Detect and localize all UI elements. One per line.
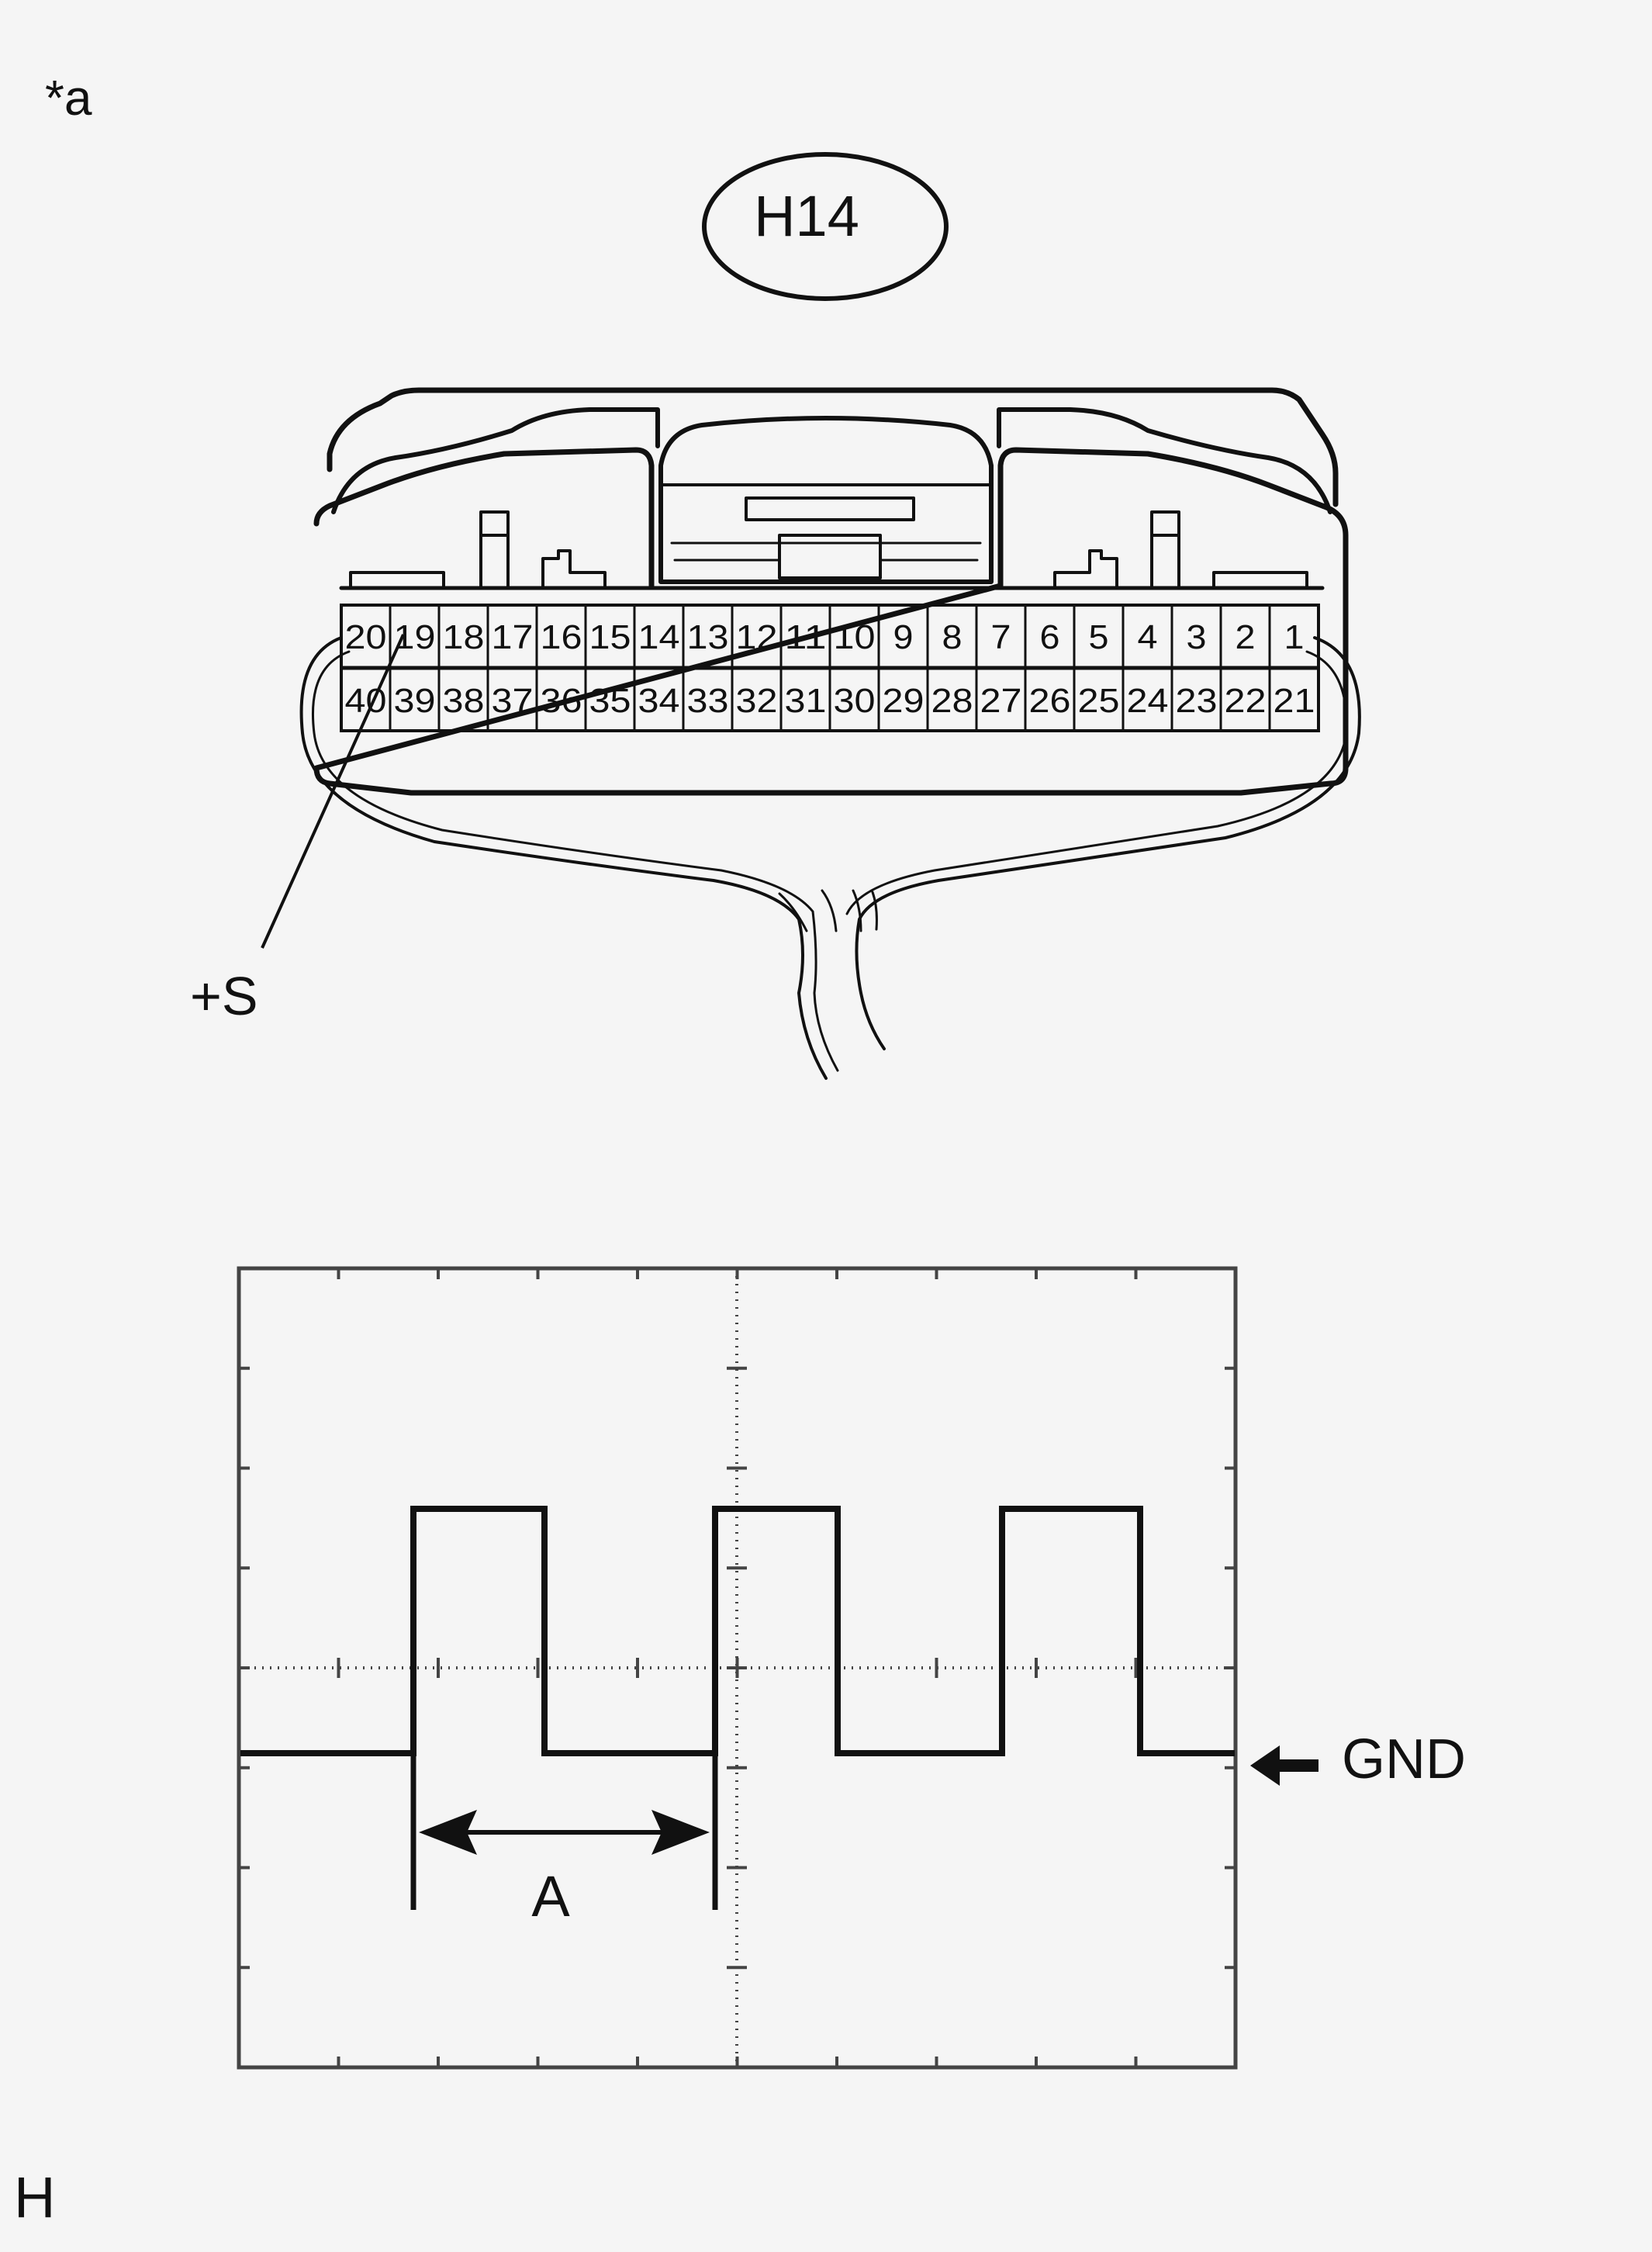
pin-number-28: 28 [931, 682, 973, 720]
callout-plus-s: +S [190, 634, 405, 1026]
pin-number-38: 38 [443, 682, 485, 720]
pin-number-14: 14 [638, 618, 680, 656]
pin-number-19: 19 [394, 618, 436, 656]
oscilloscope-screen: A [237, 1266, 1238, 2070]
connector-housing [313, 387, 1349, 796]
pin-number-35: 35 [589, 682, 631, 720]
pin-number-13: 13 [687, 618, 729, 656]
pin-number-23: 23 [1176, 682, 1218, 720]
pin-number-30: 30 [834, 682, 876, 720]
connector-code: H14 [754, 184, 859, 248]
wire-left-inner [311, 650, 839, 1072]
period-double-arrow [419, 1810, 710, 1855]
pin-number-17: 17 [492, 618, 534, 656]
callout-plus-s-label: +S [190, 966, 258, 1026]
center-lock-tab [778, 534, 882, 579]
connector-code-badge: H14 [702, 152, 949, 301]
pin-number-2: 2 [1236, 618, 1256, 656]
wire-left-outer [299, 636, 828, 1080]
callout-leader-line [261, 634, 405, 949]
signal-waveform [240, 1506, 1235, 1756]
left-latch [479, 510, 607, 590]
pin-number-12: 12 [736, 618, 778, 656]
gnd-marker: GND [1250, 1728, 1466, 1790]
wire-split-strands [778, 889, 878, 932]
center-lock-grooves [670, 541, 982, 562]
pin-number-31: 31 [785, 682, 827, 720]
pin-number-5: 5 [1089, 618, 1109, 656]
pin-number-7: 7 [991, 618, 1011, 656]
housing-body [313, 447, 1349, 796]
pin-number-24: 24 [1127, 682, 1169, 720]
pin-number-27: 27 [980, 682, 1022, 720]
right-latch [1053, 510, 1180, 590]
pin-number-4: 4 [1138, 618, 1158, 656]
pin-number-15: 15 [589, 618, 631, 656]
pin-number-20: 20 [345, 618, 387, 656]
right-key-bar [1212, 571, 1308, 590]
period-label: A [531, 1864, 570, 1929]
pin-number-36: 36 [541, 682, 582, 720]
figure-label: *a [45, 70, 92, 126]
pin-number-10: 10 [834, 618, 876, 656]
period-arrow-head-left [419, 1810, 477, 1855]
period-arrow-head-right [651, 1810, 710, 1855]
gnd-label: GND [1342, 1728, 1466, 1790]
center-lock [658, 416, 994, 584]
pin-number-3: 3 [1187, 618, 1207, 656]
housing-right-shoulder [997, 407, 1332, 514]
wire-harness [299, 636, 1361, 1080]
pin-number-32: 32 [736, 682, 778, 720]
left-key-bar [349, 571, 445, 590]
pin-number-26: 26 [1029, 682, 1071, 720]
pin-number-21: 21 [1274, 682, 1315, 720]
scope-graticule [239, 1268, 1236, 2067]
wire-right-outer [855, 636, 1361, 1050]
pin-number-16: 16 [541, 618, 582, 656]
pin-number-33: 33 [687, 682, 729, 720]
center-lock-slot [745, 496, 915, 521]
pin-number-9: 9 [893, 618, 914, 656]
pin-number-34: 34 [638, 682, 680, 720]
pin-number-6: 6 [1040, 618, 1060, 656]
period-extension-lines [410, 1753, 718, 1910]
pin-number-1: 1 [1284, 618, 1305, 656]
pin-number-39: 39 [394, 682, 436, 720]
pin-number-11: 11 [785, 618, 827, 656]
pin-number-22: 22 [1225, 682, 1267, 720]
corner-label: H [14, 2165, 55, 2230]
pin-number-18: 18 [443, 618, 485, 656]
pin-number-37: 37 [492, 682, 534, 720]
housing-left-shoulder [331, 407, 660, 514]
pin-number-29: 29 [883, 682, 924, 720]
housing-top-contour [327, 387, 1339, 507]
connector-code-ellipse [702, 152, 949, 301]
gnd-arrow-icon [1250, 1745, 1318, 1786]
wire-right-inner [845, 650, 1348, 915]
pin-number-8: 8 [942, 618, 963, 656]
pin-grid-outline [340, 604, 1320, 732]
pin-number-25: 25 [1078, 682, 1120, 720]
